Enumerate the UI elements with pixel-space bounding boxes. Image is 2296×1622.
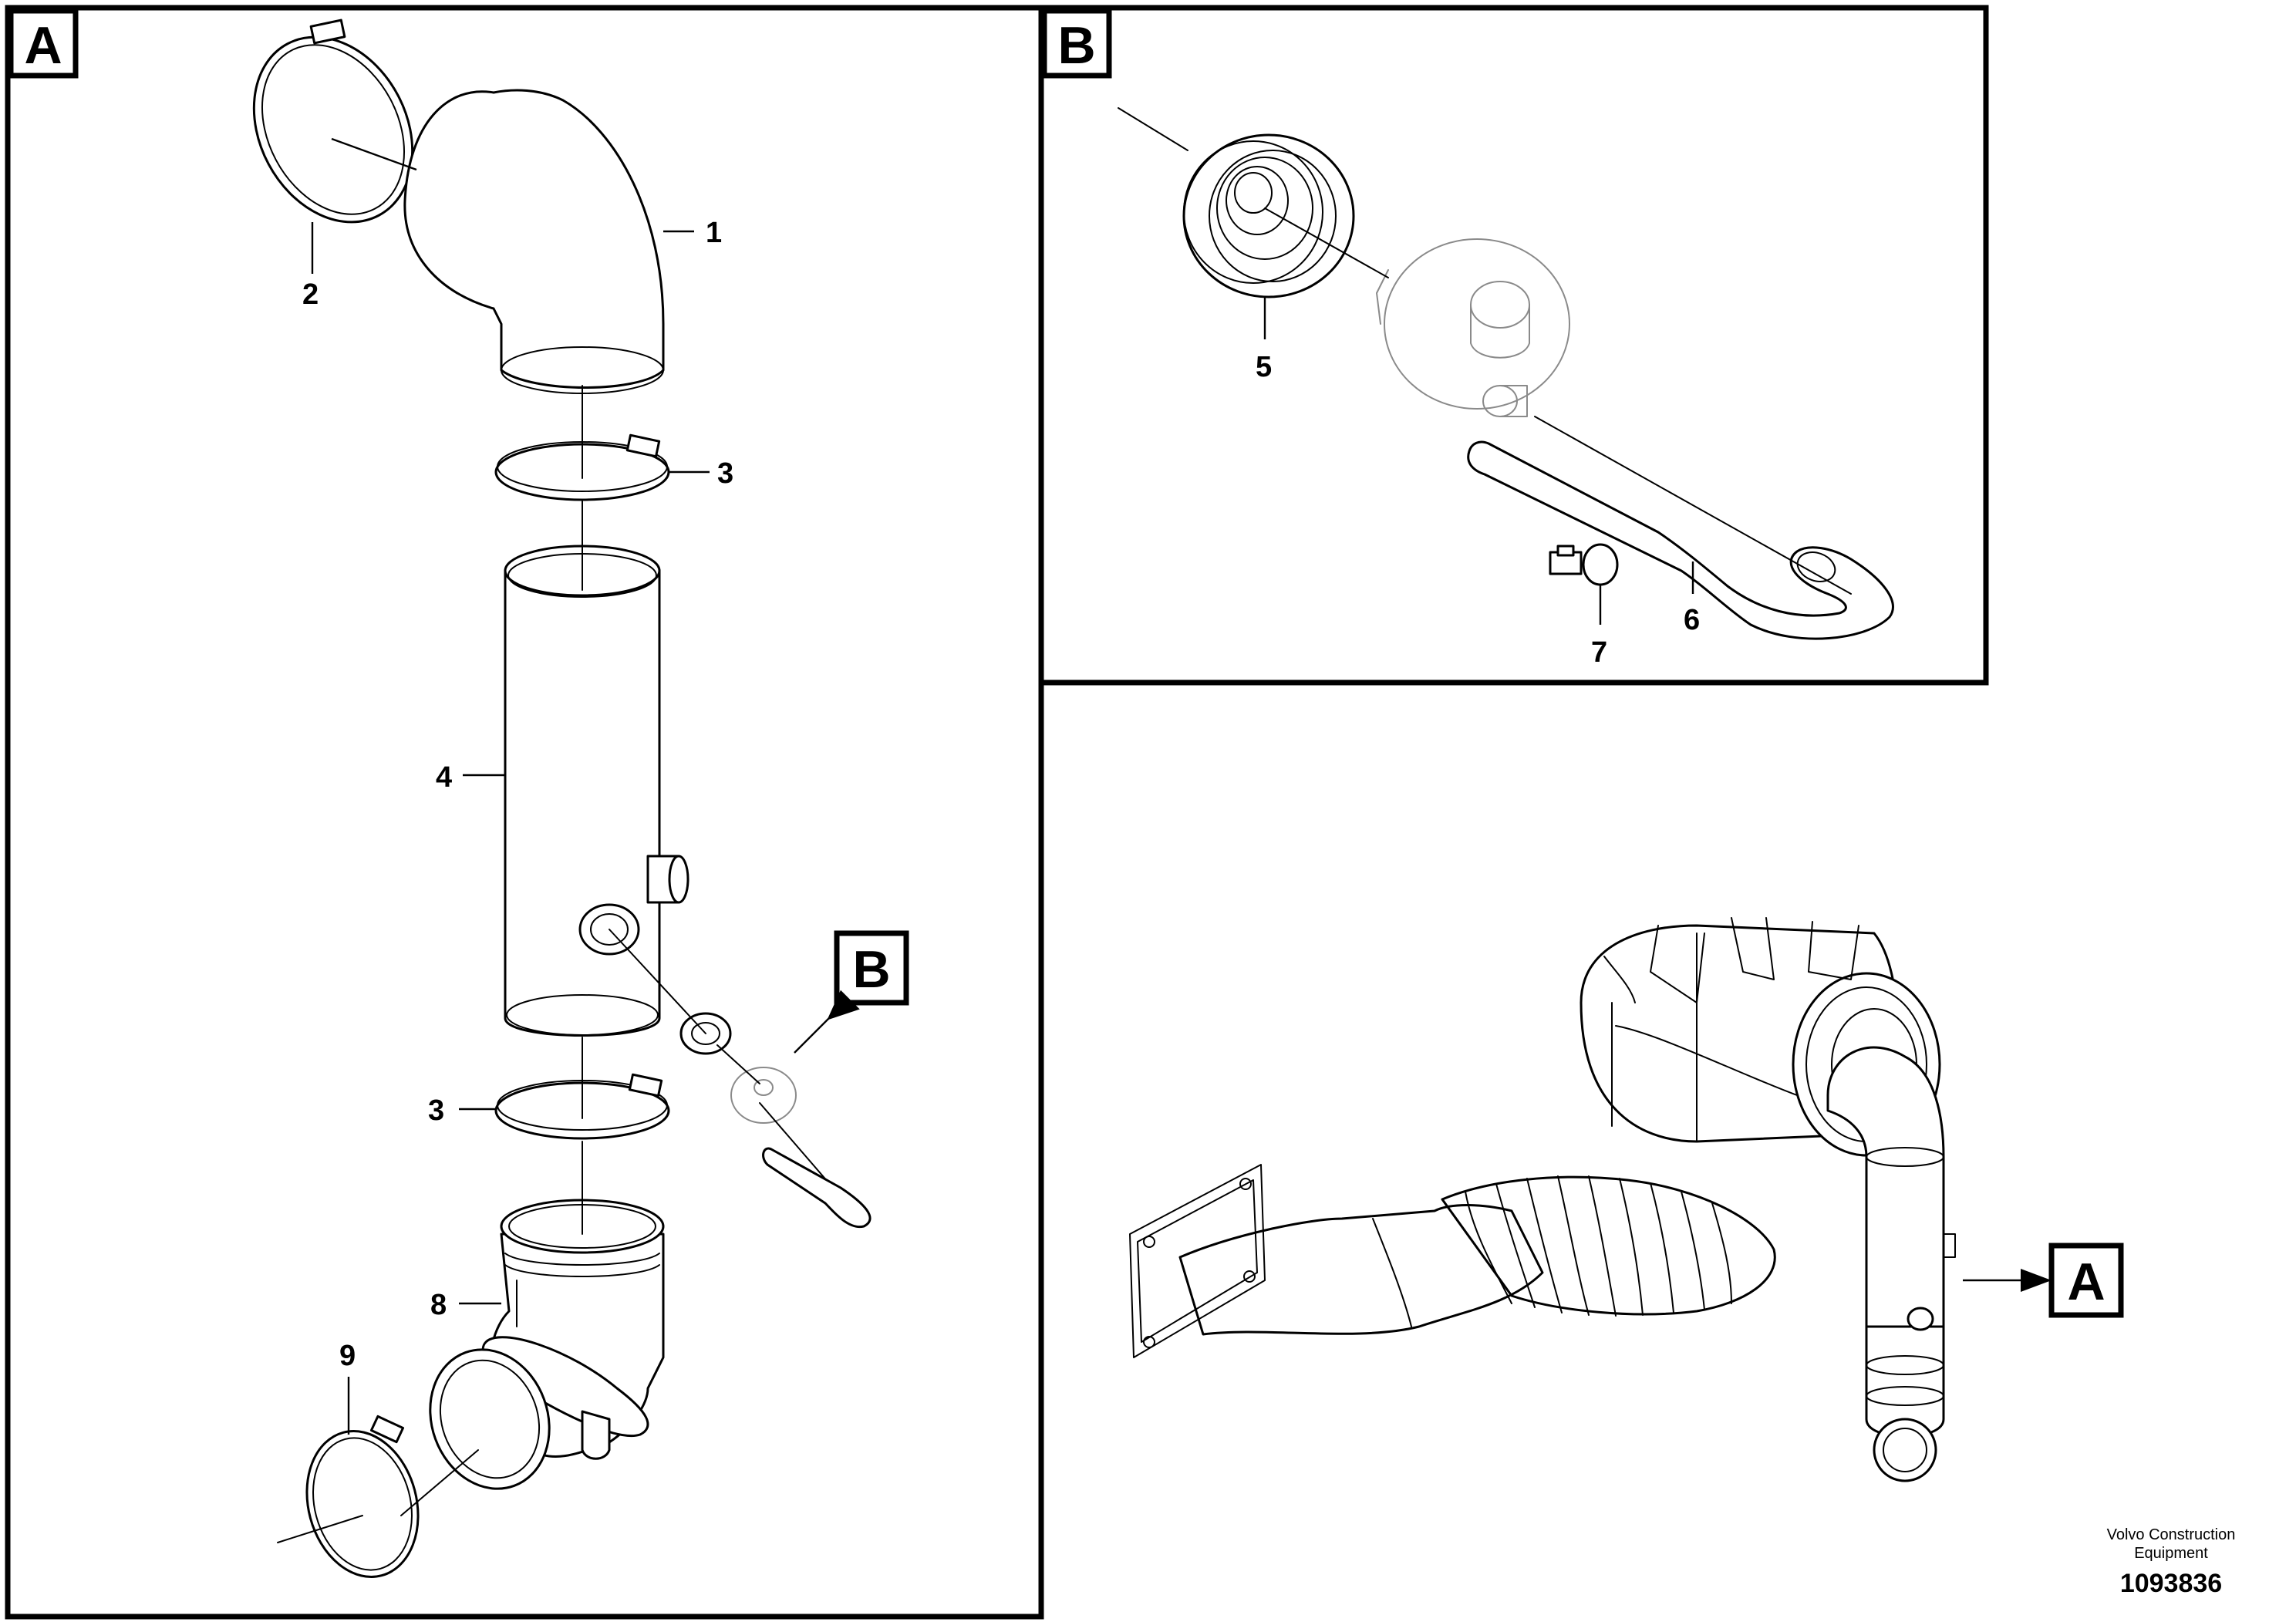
view-b-frame <box>1038 5 1989 686</box>
part-8-lower-elbow <box>429 1199 665 1490</box>
leader-lines-view-b <box>1263 297 1694 625</box>
exploded-indicator-small <box>730 1067 872 1229</box>
part-6-hose <box>1467 416 1894 640</box>
part-number-3-lower: 3 <box>428 1094 444 1127</box>
part-number-2: 2 <box>302 278 319 311</box>
explode-lines-view-a <box>277 385 760 1543</box>
leader-lines-view-a <box>311 137 710 1435</box>
part-1-elbow-hose <box>403 89 665 394</box>
part-number-7: 7 <box>1591 636 1607 669</box>
part-4-pipe <box>504 545 689 1037</box>
part-number-8: 8 <box>430 1289 447 1321</box>
part-5-seal <box>1182 133 1355 298</box>
part-5-line-in <box>1118 107 1188 151</box>
part-number-4: 4 <box>436 761 452 794</box>
document-number: 1093836 <box>2120 1569 2222 1598</box>
view-b-label: B <box>1057 16 1095 75</box>
part-number-1: 1 <box>706 217 722 249</box>
part-2-hose-clamp <box>252 19 414 224</box>
callout-b-label: B <box>852 940 890 999</box>
view-a-label-box: A <box>8 8 79 79</box>
assembly-overview <box>1129 917 1956 1482</box>
credit-line-2: Equipment <box>2134 1545 2208 1562</box>
part-number-5: 5 <box>1256 351 1272 383</box>
callout-a-label: A <box>2067 1253 2105 1311</box>
callout-a-marker: A <box>1963 1243 2124 1318</box>
indicator-link-line <box>1264 207 1389 278</box>
part-number-6: 6 <box>1684 604 1700 636</box>
part-7-clip <box>1549 543 1619 586</box>
service-indicator <box>1376 238 1570 417</box>
view-a-frame <box>5 5 1044 1620</box>
credit-line-1: Volvo Construction <box>2107 1526 2236 1543</box>
part-number-3-upper: 3 <box>717 457 733 490</box>
view-a-label: A <box>24 16 62 75</box>
part-9-hose-clamp <box>305 1415 420 1578</box>
callout-b-marker: B <box>794 930 909 1054</box>
view-b-label-box: B <box>1041 8 1112 79</box>
part-number-9: 9 <box>339 1340 356 1372</box>
